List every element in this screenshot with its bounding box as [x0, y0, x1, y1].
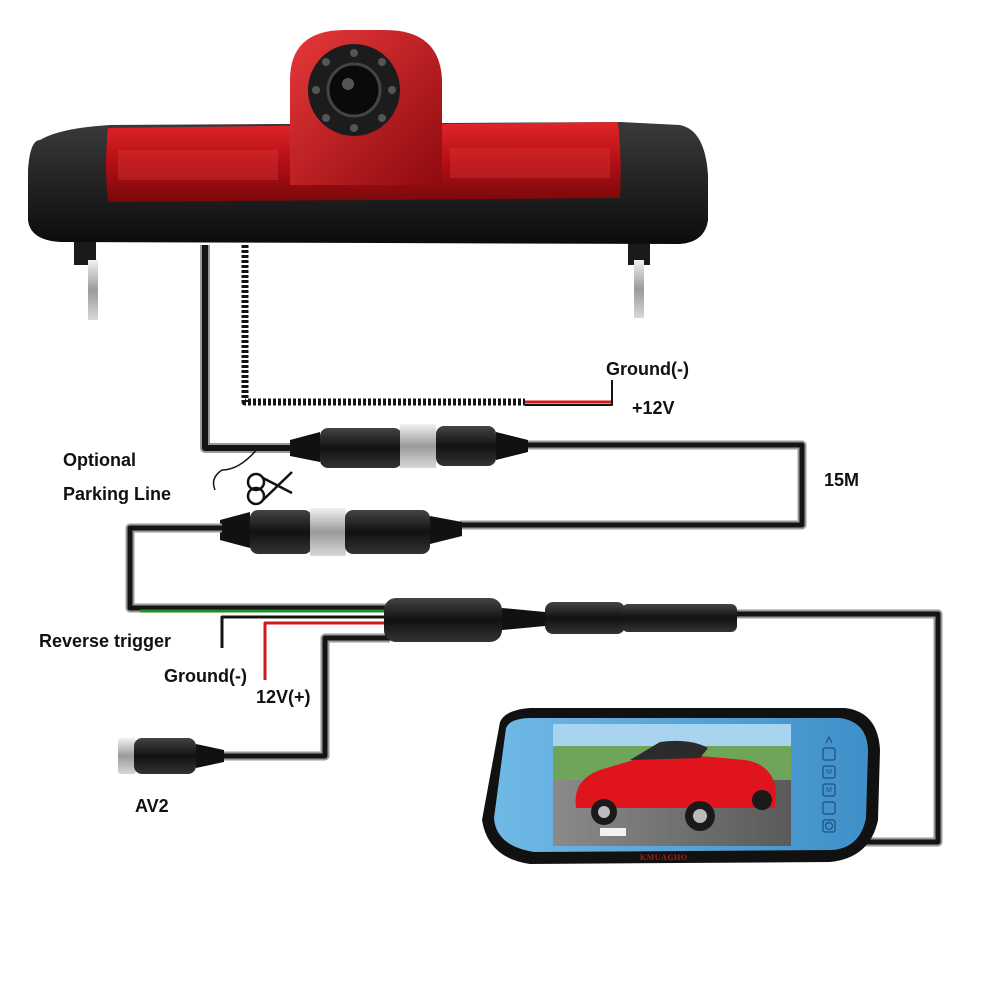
connector-middle	[220, 508, 462, 556]
menu-button-label-1: M	[826, 769, 832, 776]
parking-line-label: Parking Line	[63, 484, 172, 504]
power-icon	[824, 821, 834, 831]
connector-top	[290, 424, 528, 468]
reverse-trigger-label: Reverse trigger	[39, 631, 172, 651]
ground-label-bottom: Ground(-)	[164, 666, 247, 686]
ground-label-top: Ground(-)	[606, 359, 689, 379]
menu-button-label-2: M	[826, 787, 832, 794]
camera-lens-icon	[326, 62, 382, 118]
mounting-stud-right	[628, 235, 650, 318]
optional-label: Optional	[63, 450, 136, 470]
av2-label: AV2	[135, 796, 169, 816]
monitor-buttons	[822, 735, 836, 833]
ir-led-ring	[312, 49, 396, 132]
plus-12v-label-top: +12V	[632, 398, 675, 418]
scissors-icon	[246, 471, 293, 506]
cable-length-label: 15M	[824, 470, 860, 490]
lower-cables	[125, 523, 943, 847]
brake-light-camera	[28, 30, 708, 320]
mirror-monitor: M M	[482, 708, 880, 864]
camera-cables	[200, 245, 807, 530]
mounting-stud-left	[74, 235, 98, 320]
av2-connector	[118, 738, 224, 774]
up-arrow-icon	[825, 735, 833, 744]
splitter-connector	[384, 598, 737, 642]
plus-12v-label-bottom: 12V(+)	[256, 687, 311, 707]
camera-view-image	[553, 724, 791, 846]
monitor-brand-logo: KMUAGHO	[640, 853, 688, 862]
